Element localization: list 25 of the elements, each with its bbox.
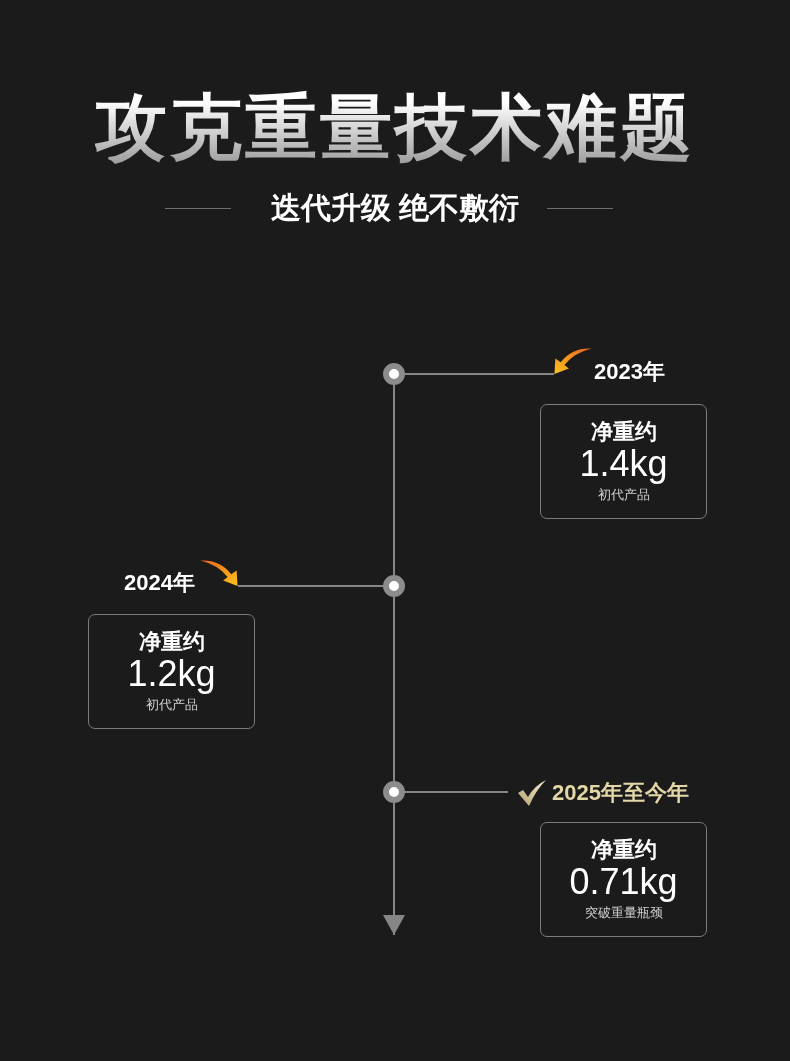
weight-card	[540, 822, 707, 937]
year-label: 2025年至今年	[552, 780, 689, 806]
weight-card	[540, 404, 707, 519]
year-label: 2024年	[124, 570, 195, 596]
weight-value: 1.4kg	[579, 444, 668, 484]
weight-value: 1.2kg	[127, 654, 216, 694]
card-heading: 净重约	[590, 837, 657, 863]
weight-card	[88, 614, 255, 729]
subtitle: 迭代升级 绝不敷衍	[270, 190, 520, 226]
connector-line	[404, 373, 555, 375]
timeline-dot	[383, 781, 405, 803]
timeline-dot	[383, 363, 405, 385]
card-heading: 净重约	[138, 629, 205, 655]
weight-value: 0.71kg	[569, 862, 678, 902]
year-label: 2023年	[594, 359, 665, 385]
card-note: 突破重量瓶颈	[584, 904, 663, 922]
card-note: 初代产品	[145, 696, 198, 714]
card-heading: 净重约	[590, 419, 657, 445]
timeline-line	[393, 596, 395, 782]
connector-line	[404, 791, 509, 793]
card-note: 初代产品	[597, 486, 650, 504]
connector-line	[237, 585, 384, 587]
timeline-line	[393, 384, 395, 576]
timeline-arrow	[383, 802, 405, 936]
timeline-dot	[383, 575, 405, 597]
